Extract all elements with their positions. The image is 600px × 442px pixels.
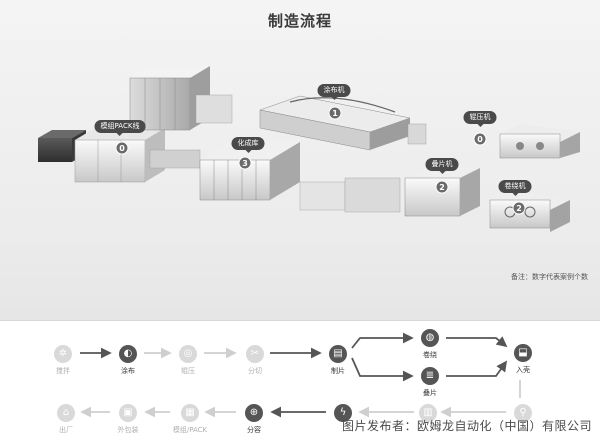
casing-icon: ⬓ xyxy=(514,344,532,362)
ship-icon: ⌂ xyxy=(57,404,75,422)
step-coating[interactable]: ◐ 涂布 xyxy=(108,345,148,376)
process-flow-connectors xyxy=(80,332,521,418)
capacity-icon: ⊕ xyxy=(245,404,263,422)
count-coating: 1 xyxy=(332,109,338,118)
count-roller: 0 xyxy=(477,135,483,144)
tag-pack-line: 模组PACK线 xyxy=(94,120,146,136)
tag-stacking: 叠片机 xyxy=(425,158,459,174)
step-rolling[interactable]: ◎ 辊压 xyxy=(168,345,208,376)
step-label: 搅拌 xyxy=(56,367,70,375)
winding-icon: ◍ xyxy=(421,329,439,347)
step-winding[interactable]: ◍ 卷绕 xyxy=(410,329,450,360)
step-module-pack[interactable]: ▦ 模组/PACK xyxy=(170,404,210,435)
step-label: 出厂 xyxy=(59,426,73,434)
step-label: 叠片 xyxy=(423,389,437,397)
step-formation[interactable]: ϟ xyxy=(323,404,363,422)
step-stacking[interactable]: ≣ 叠片 xyxy=(410,367,450,398)
step-injection[interactable]: ⚲ xyxy=(503,404,543,422)
mixer-icon: ✲ xyxy=(54,345,72,363)
step-label: 辊压 xyxy=(181,367,195,375)
count-winding: 2 xyxy=(516,204,522,213)
step-label: 分容 xyxy=(247,426,261,434)
sheet-icon: ▤ xyxy=(329,345,347,363)
charge-icon: ϟ xyxy=(334,404,352,422)
tag-coating: 涂布机 xyxy=(317,84,351,100)
stacking-machine xyxy=(404,168,480,217)
scissors-icon: ✂ xyxy=(246,345,264,363)
count-formation: 3 xyxy=(242,159,248,168)
step-mixing[interactable]: ✲ 搅拌 xyxy=(43,345,83,376)
stacking-icon: ≣ xyxy=(421,367,439,385)
divider xyxy=(0,320,600,321)
step-drying[interactable]: ▥ xyxy=(408,404,448,422)
bin-icon: ▥ xyxy=(419,404,437,422)
page-title: 制造流程 xyxy=(267,12,332,30)
step-label: 卷绕 xyxy=(423,351,437,359)
count-stacking: 2 xyxy=(439,183,445,192)
tag-winding: 卷绕机 xyxy=(498,180,532,196)
step-label: 涂布 xyxy=(121,367,135,375)
case-count-markers: 0 3 1 0 2 2 xyxy=(115,106,526,215)
step-shipping[interactable]: ⌂ 出厂 xyxy=(46,404,86,435)
count-pack-line: 0 xyxy=(119,144,125,153)
step-casing[interactable]: ⬓ 入壳 xyxy=(503,344,543,375)
step-label: 外包装 xyxy=(117,426,139,434)
roller-machine xyxy=(499,124,580,159)
coating-icon: ◐ xyxy=(119,345,137,363)
roller-icon: ◎ xyxy=(179,345,197,363)
step-label: 模组/PACK xyxy=(172,426,208,434)
inject-icon: ⚲ xyxy=(514,404,532,422)
conveyor xyxy=(299,177,401,213)
step-packaging[interactable]: ▣ 外包装 xyxy=(108,404,148,435)
step-label: 入壳 xyxy=(516,366,530,374)
step-capacity-grading[interactable]: ⊕ 分容 xyxy=(234,404,274,435)
tag-formation: 化成库 xyxy=(231,137,265,153)
tag-roller: 辊压机 xyxy=(463,111,497,127)
publisher-watermark: 图片发布者：欧姆龙自动化（中国）有限公司 xyxy=(341,419,592,433)
step-slitting[interactable]: ✂ 分切 xyxy=(235,345,275,376)
module-icon: ▦ xyxy=(181,404,199,422)
note-text: 备注：数字代表案例个数 xyxy=(511,273,588,281)
step-label: 制片 xyxy=(331,367,345,375)
step-sheet-making[interactable]: ▤ 制片 xyxy=(318,345,358,376)
step-label: 分切 xyxy=(248,367,262,375)
package-icon: ▣ xyxy=(119,404,137,422)
